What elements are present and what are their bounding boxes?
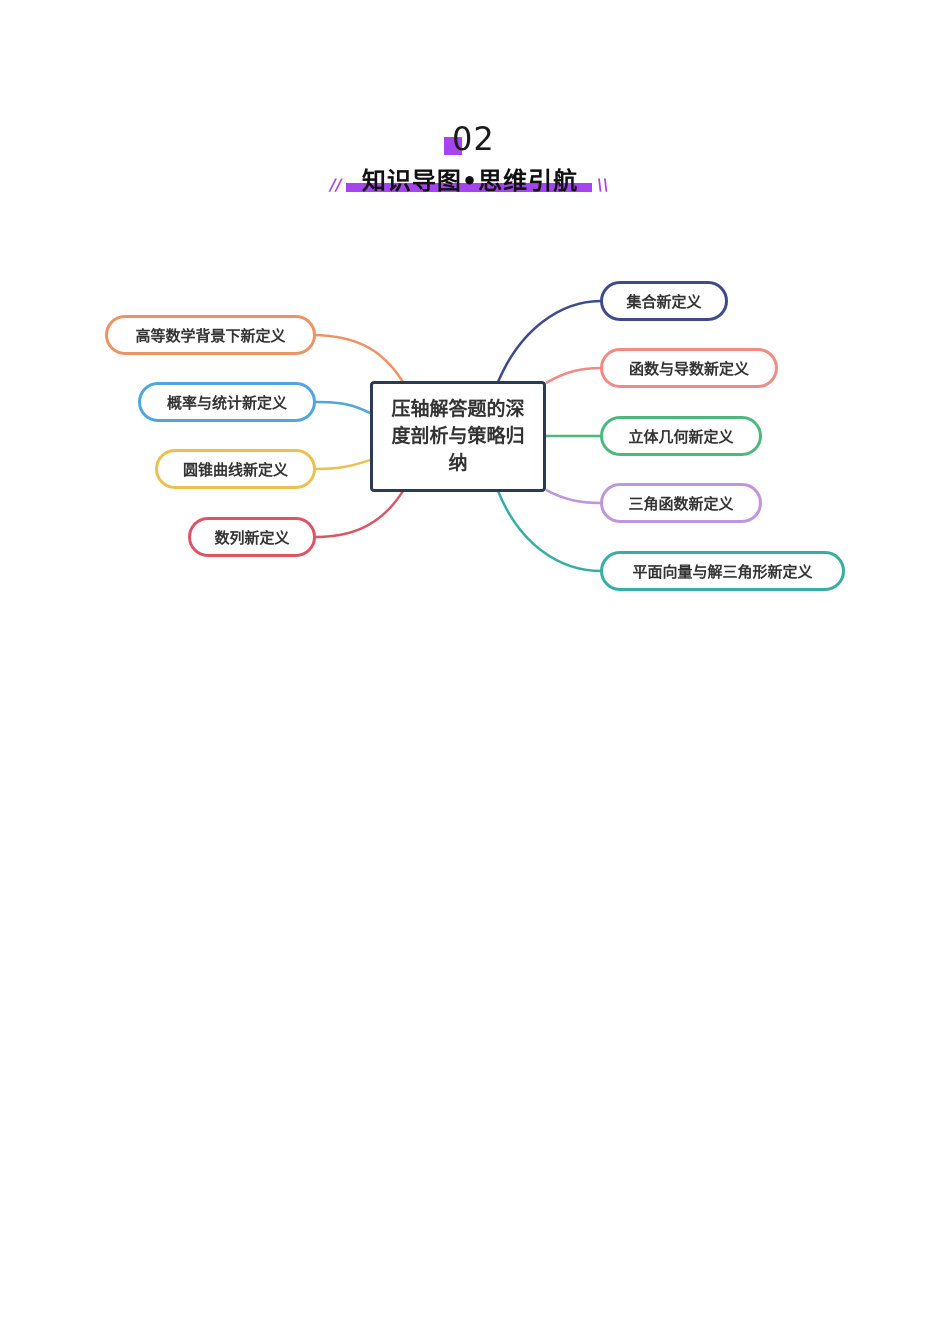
branch-probability-statistics[interactable]: 概率与统计新定义 [138,382,316,422]
section-header: 02 // 知识导图•思维引航 \\ [0,0,950,210]
branch-sequences[interactable]: 数列新定义 [188,517,316,557]
branch-trigonometric-functions[interactable]: 三角函数新定义 [600,483,762,523]
slash-decoration-right: \\ [597,175,609,194]
title-underline-bar [346,183,592,192]
section-number: 02 [452,120,495,158]
connector-right-1 [496,299,602,383]
connector-right-5 [496,490,602,573]
connector-right-2 [545,366,602,385]
connector-left-4 [314,490,405,539]
branch-higher-math[interactable]: 高等数学背景下新定义 [105,315,316,355]
connector-left-2 [314,400,371,415]
branch-solid-geometry[interactable]: 立体几何新定义 [600,416,762,456]
branch-vectors-triangles[interactable]: 平面向量与解三角形新定义 [600,551,845,591]
central-topic[interactable]: 压轴解答题的深度剖析与策略归纳 [370,381,546,492]
branch-sets[interactable]: 集合新定义 [600,281,728,321]
connector-left-3 [314,458,371,471]
branch-functions-derivatives[interactable]: 函数与导数新定义 [600,348,778,388]
branch-conic-sections[interactable]: 圆锥曲线新定义 [155,449,316,489]
number-accent-block [444,137,462,155]
section-title: 知识导图•思维引航 [361,167,579,195]
connector-left-1 [314,333,405,383]
slash-decoration-left: // [330,175,342,194]
connector-right-4 [545,488,602,505]
